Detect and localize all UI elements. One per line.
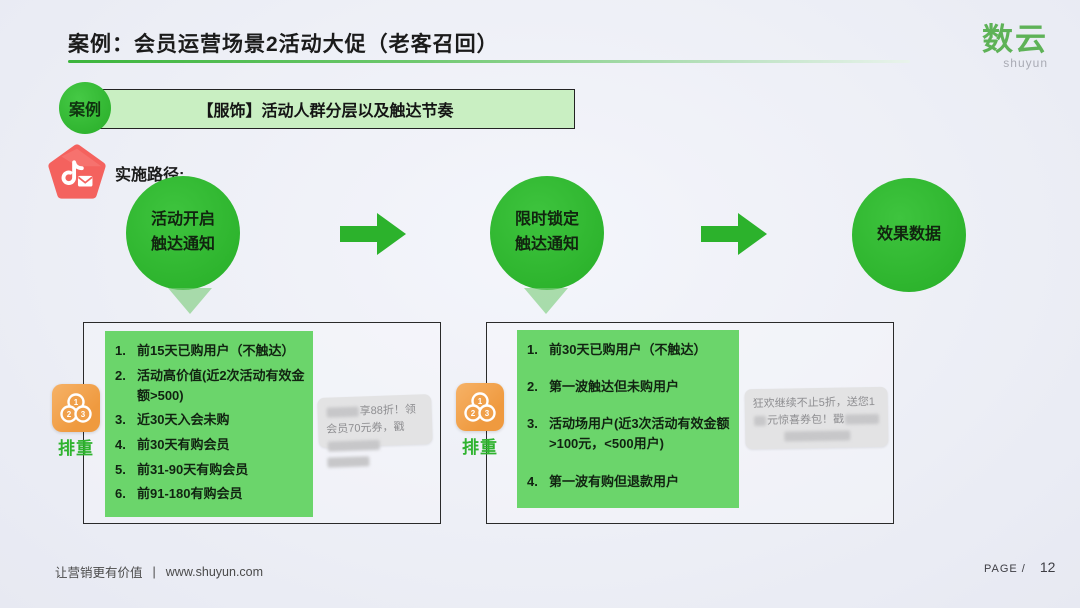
footer-slogan: 让营销更有价值: [55, 566, 143, 580]
page-indicator: PAGE / 12: [984, 559, 1055, 575]
list-item: 4.第一波有购但退款用户: [527, 473, 680, 489]
sms-bubble-1: 享88折！领会员70元券，戳: [317, 394, 433, 468]
flow-step-1: 活动开启 触达通知: [126, 176, 240, 290]
list-item: 1.前15天已购用户（不触达）: [115, 343, 295, 358]
redacted-text: [753, 416, 767, 427]
right-arrow-icon: [340, 212, 406, 256]
svg-text:3: 3: [485, 409, 490, 418]
page-title: 案例：会员运营场景2活动大促（老客召回）: [68, 33, 499, 56]
list-item: 4.前30天有购会员: [115, 437, 230, 453]
footer-tagline: 让营销更有价值 | www.shuyun.com: [55, 562, 263, 581]
svg-text:2: 2: [471, 409, 476, 418]
list-item: 1.前30天已购用户（不触达）: [527, 342, 707, 357]
flow-step-3-line1: 效果数据: [876, 225, 941, 243]
title-underline: [68, 60, 910, 63]
footer-divider: |: [152, 564, 156, 579]
page-label: PAGE /: [984, 563, 1026, 575]
flow-step-3: 效果数据: [852, 178, 966, 292]
sms-text: 元惊喜券包！戳: [766, 413, 845, 427]
sms-text: 狂欢继续不止5折，送您1: [752, 395, 876, 411]
list-item: 3.近30天入会未购: [115, 412, 230, 428]
list-item: 3.活动场用户(近3次活动有效金额>100元，<500用户): [527, 416, 730, 452]
case-banner: 【服饰】活动人群分层以及触达节奏: [76, 89, 575, 129]
svg-text:1: 1: [478, 397, 483, 406]
list-item: 6.前91-180有购会员: [115, 486, 243, 502]
footer-url: www.shuyun.com: [165, 564, 264, 579]
flow-step-2: 限时锁定 触达通知: [490, 176, 604, 290]
flow-step-2-line1: 限时锁定: [514, 211, 579, 229]
list-item: 2.活动高价值(近2次活动有效金额>500): [115, 367, 305, 403]
segment-list-2: 1.前30天已购用户（不触达） 2.第一波触达但未购用户 3.活动场用户(近3次…: [517, 330, 739, 508]
redacted-text: [783, 430, 850, 442]
list-item: 5.前31-90天有购会员: [115, 461, 249, 477]
case-badge: 案例: [59, 82, 111, 134]
svg-text:2: 2: [67, 410, 72, 419]
page-number: 12: [1039, 559, 1056, 575]
flow-step-1-line2: 触达通知: [150, 236, 215, 253]
svg-text:1: 1: [74, 398, 79, 407]
redacted-text: [844, 414, 880, 425]
logo-text: 数云: [982, 22, 1048, 57]
flow-step-2-line2: 触达通知: [514, 236, 579, 253]
redacted-text: [326, 406, 359, 418]
dedupe-label: 排重: [58, 439, 94, 458]
logo-subtext: shuyun: [1003, 56, 1048, 70]
segment-list-1: 1.前15天已购用户（不触达） 2.活动高价值(近2次活动有效金额>500) 3…: [105, 331, 313, 517]
redacted-text: [327, 456, 370, 468]
right-arrow-icon: [701, 212, 767, 256]
down-triangle-icon: [524, 288, 568, 314]
sms-bubble-2: 狂欢继续不止5折，送您1 元惊喜券包！戳: [744, 386, 889, 450]
flow-step-1-line1: 活动开启: [150, 211, 215, 229]
segment-box-2: 1.前30天已购用户（不触达） 2.第一波触达但未购用户 3.活动场用户(近3次…: [486, 322, 894, 524]
douyin-message-icon: [48, 143, 106, 201]
down-triangle-icon: [168, 288, 212, 314]
dedupe-label: 排重: [462, 438, 498, 457]
svg-text:3: 3: [81, 410, 86, 419]
redacted-text: [327, 440, 381, 452]
dedupe-badge-2: 1 2 3 排重: [450, 383, 510, 458]
dedupe-circles-icon: 1 2 3: [52, 384, 100, 432]
segment-box-1: 1.前15天已购用户（不触达） 2.活动高价值(近2次活动有效金额>500) 3…: [83, 322, 441, 524]
dedupe-circles-icon: 1 2 3: [456, 383, 504, 431]
shuyun-logo: 数云 shuyun: [958, 24, 1048, 69]
dedupe-badge-1: 1 2 3 排重: [46, 384, 106, 459]
list-item: 2.第一波触达但未购用户: [527, 379, 680, 395]
